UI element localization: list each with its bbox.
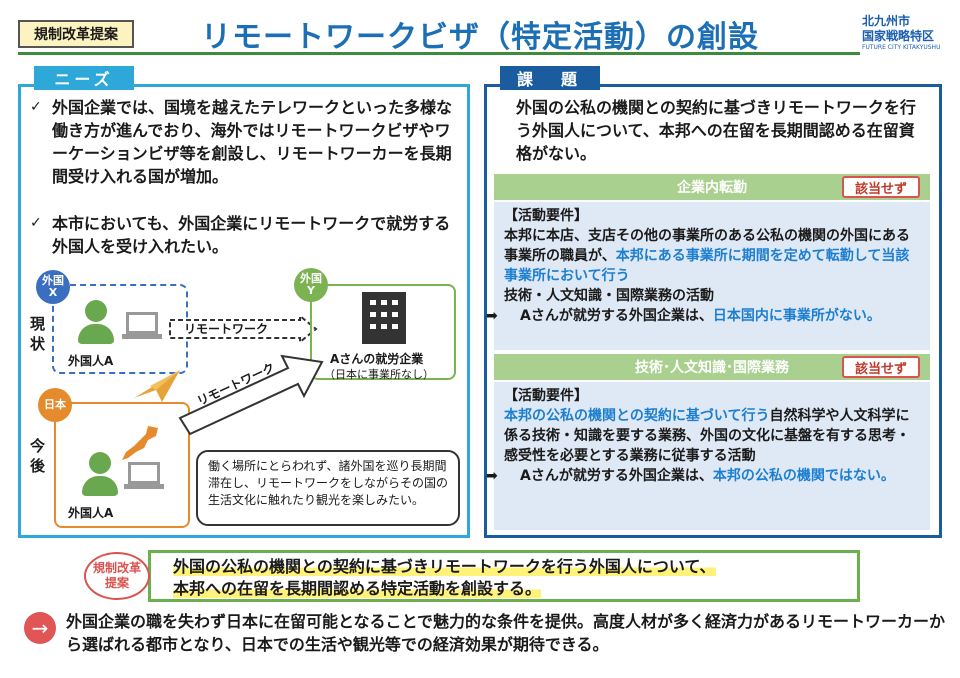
req-blue-1: 本邦にある事業所に期間を定めて転勤して当該事業所において行う (504, 248, 910, 284)
req-label-1: 【活動要件】 (504, 208, 588, 224)
req-text-1: 本邦に本店、支店その他の事業所のある公私の機関の外国にある事業所の職員が、本邦に… (504, 226, 920, 286)
remote-work-arrow-future (178, 354, 324, 436)
logo-sub: FUTURE CITY KITAKYUSHU (862, 44, 941, 51)
result-2: ➡ Aさんが就労する外国企業は、本邦の公私の機関ではない。 (486, 466, 920, 486)
badge-not-applicable-2: 該当せず (842, 356, 920, 378)
arrow-icon: ➡ (486, 468, 498, 484)
person-icon (78, 300, 114, 344)
current-label: 現状 (30, 315, 46, 353)
check-icon: ✓ (30, 99, 42, 115)
laptop-icon (122, 312, 162, 339)
needs-panel (18, 84, 470, 538)
result-plain-1: Aさんが就労する外国企業は、 (520, 308, 713, 324)
remote-work-label-current: リモートワーク (184, 322, 269, 336)
page-title: リモートワークビザ（特定活動）の創設 (201, 20, 759, 55)
company-name: Aさんの就労企業 (330, 352, 424, 366)
expected-effect-text: 外国企業の職を失わず日本に在留可能となることで魅力的な条件を提供。高度人材が多く… (66, 612, 946, 654)
req-plain-2b: 自然科学や人文科学に係る技術・知識を要する業務、外国の文化に基盤を有する思考・感… (504, 408, 910, 464)
result-1: ➡ Aさんが就労する外国企業は、日本国内に事業所がない。 (486, 306, 920, 326)
japan-label: 日本 (44, 398, 66, 411)
needs-label: ニーズ (34, 66, 134, 90)
section-body-engineer-specialist: 【活動要件】 本邦の公私の機関との契約に基づいて行う自然科学や人文科学に係る技術… (486, 382, 930, 530)
req-blue-2: 本邦の公私の機関との契約に基づいて行う (504, 408, 770, 424)
foreign-x-line2: X (48, 286, 58, 299)
proposal-box: 外国の公私の機関との契約に基づきリモートワークを行う外国人について、 本邦への在… (148, 550, 860, 602)
title-underline (18, 52, 860, 55)
foreign-y-region (310, 284, 456, 380)
req-plain-2: 技術・人文知識・国際業務の活動 (504, 288, 714, 304)
japan-badge: 日本 (38, 388, 72, 422)
japan-map-icon (122, 426, 158, 460)
section-body-intra-company: 【活動要件】 本邦に本店、支店その他の事業所のある公私の機関の外国にある事業所の… (486, 202, 930, 350)
person-icon-future (82, 452, 118, 496)
logo-zone: 国家戦略特区 (862, 29, 935, 43)
section-title-2: 技術･人文知識･国際業務 (635, 360, 789, 376)
japan-region (54, 402, 190, 528)
req-label-2: 【活動要件】 (504, 388, 588, 404)
future-label: 今後 (30, 437, 46, 475)
proposal-line1: 外国の公私の機関との契約に基づきリモートワークを行う外国人について、 (173, 557, 716, 576)
building-icon (362, 292, 406, 344)
check-icon: ✓ (30, 215, 42, 231)
need-text-1: 外国企業では、国境を越えたテレワークといった多様な働き方が進んでおり、海外ではリ… (52, 98, 453, 186)
arrow-right-icon: → (24, 612, 56, 644)
logo-city: 北九州市 (862, 14, 911, 28)
person-current-label: 外国人A (68, 354, 114, 368)
req-plain-1: 本邦に本店、支店その他の事業所のある公私の機関の外国にある事業所の職員が、 (504, 228, 910, 264)
person-future-label: 外国人A (68, 506, 114, 520)
speech-bubble: 働く場所にとらわれず、諸外国を巡り長期間滞在し、リモートワークをしながらその国の… (196, 450, 460, 526)
foreign-y-badge: 外国 Y (294, 268, 328, 302)
badge-not-applicable-1: 該当せず (842, 176, 920, 198)
proposal-tag: 規制改革提案 (18, 20, 134, 48)
proposal-badge: 規制改革 提案 (84, 552, 150, 600)
section-title-1: 企業内転勤 (677, 180, 747, 196)
need-item-2: ✓ 本市においても、外国企業にリモートワークで就労する外国人を受け入れたい。 (30, 212, 460, 258)
req-text-2: 本邦の公私の機関との契約に基づいて行う自然科学や人文科学に係る技術・知識を要する… (504, 406, 920, 466)
proposal-badge-line1: 規制改革 (92, 561, 141, 575)
result-blue-2: 本邦の公私の機関ではない。 (712, 468, 895, 484)
foreign-y-line1: 外国 (300, 272, 322, 285)
proposal-line2: 本邦への在留を長期間認める特定活動を創設する。 (173, 579, 542, 598)
kitakyushu-logo: 北九州市 国家戦略特区 FUTURE CITY KITAKYUSHU (862, 14, 952, 52)
airplane-icon (134, 370, 180, 402)
foreign-x-line1: 外国 (42, 274, 64, 287)
foreign-x-badge: 外国 X (36, 270, 70, 304)
laptop-icon-future (124, 462, 164, 489)
need-item-1: ✓ 外国企業では、国境を越えたテレワークといった多様な働き方が進んでおり、海外で… (30, 96, 460, 188)
result-blue-1: 日本国内に事業所がない。 (712, 308, 881, 324)
need-text-2: 本市においても、外国企業にリモートワークで就労する外国人を受け入れたい。 (52, 214, 451, 256)
remote-work-arrow-current (169, 316, 318, 342)
proposal-badge-line2: 提案 (104, 576, 129, 590)
arrow-icon: ➡ (486, 308, 498, 324)
result-plain-2: Aさんが就労する外国企業は、 (520, 468, 713, 484)
issue-label: 課 題 (500, 66, 600, 90)
issue-text: 外国の公私の機関との契約に基づきリモートワークを行う外国人について、本邦への在留… (516, 98, 916, 163)
issue-panel (484, 84, 942, 538)
foreign-y-line2: Y (307, 284, 315, 297)
company-note: （日本に事業所なし） (324, 368, 434, 381)
